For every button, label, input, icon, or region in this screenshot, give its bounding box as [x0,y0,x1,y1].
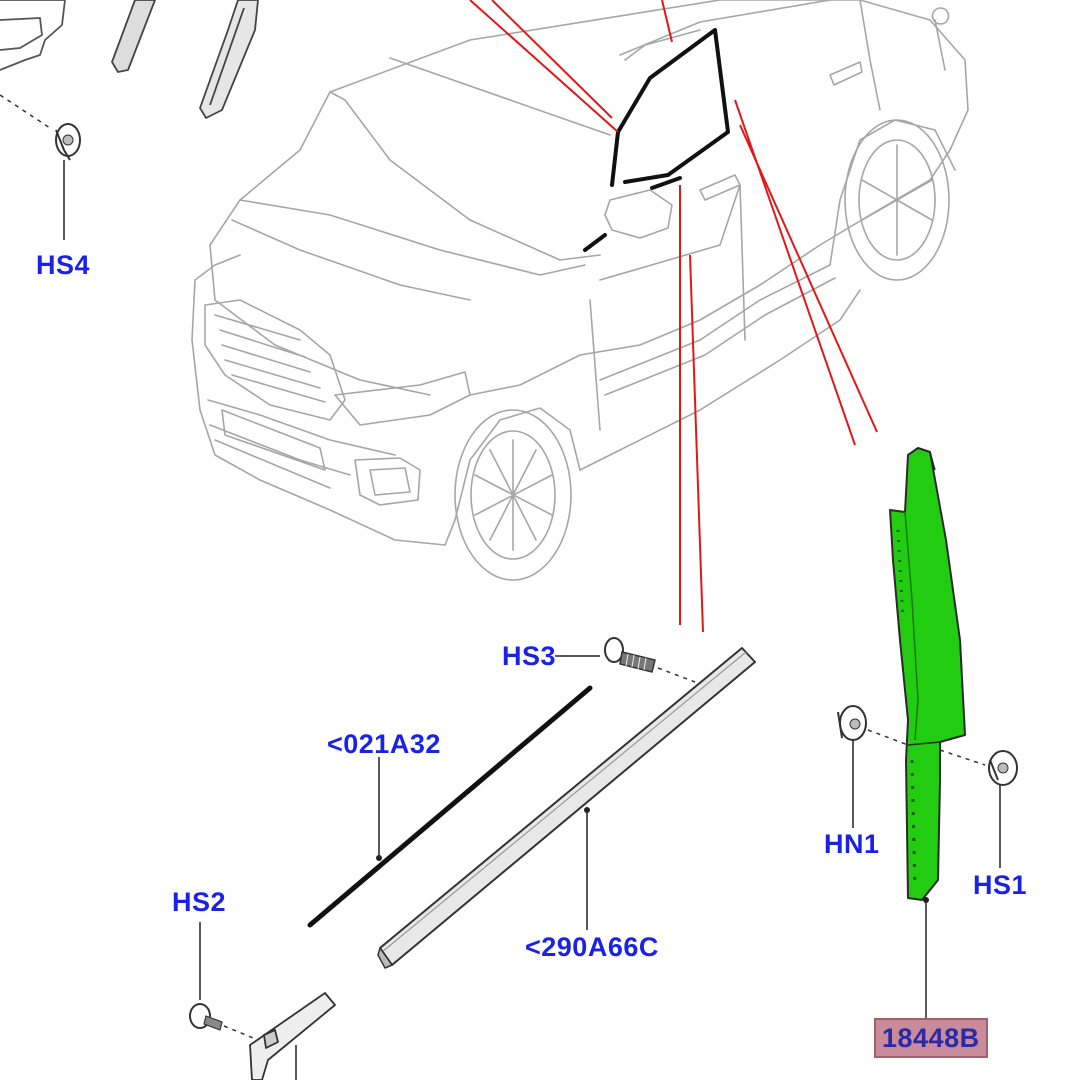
callout-hs1[interactable]: HS1 [973,870,1028,900]
nut-hn1 [837,705,909,828]
seal-strip-021a32 [307,685,593,928]
screw-hs4 [0,94,81,240]
callout-021a32[interactable]: <021A32 [327,729,441,759]
screw-hs1 [939,749,1018,868]
bolt-hs3 [555,637,696,683]
screw-hs2 [189,922,259,1041]
moulding-290a66c [377,647,756,969]
callout-18448b[interactable]: 18448B [874,1018,988,1058]
highlighted-part-18448b[interactable] [889,447,966,1018]
trim-strip-long [199,0,259,119]
callout-hn1[interactable]: HN1 [824,829,880,859]
trim-strip-small [111,0,156,73]
door-window-frame [583,28,730,252]
vehicle-outline [191,0,969,581]
clip-bracket-bottom [249,992,336,1080]
callout-hs2[interactable]: HS2 [172,887,227,917]
callout-hs3[interactable]: HS3 [502,641,557,671]
leader-lines [469,0,878,633]
callout-290a66c[interactable]: <290A66C [525,932,659,962]
bracket-part-top-left [0,0,66,71]
callout-hs4[interactable]: HS4 [36,250,91,280]
